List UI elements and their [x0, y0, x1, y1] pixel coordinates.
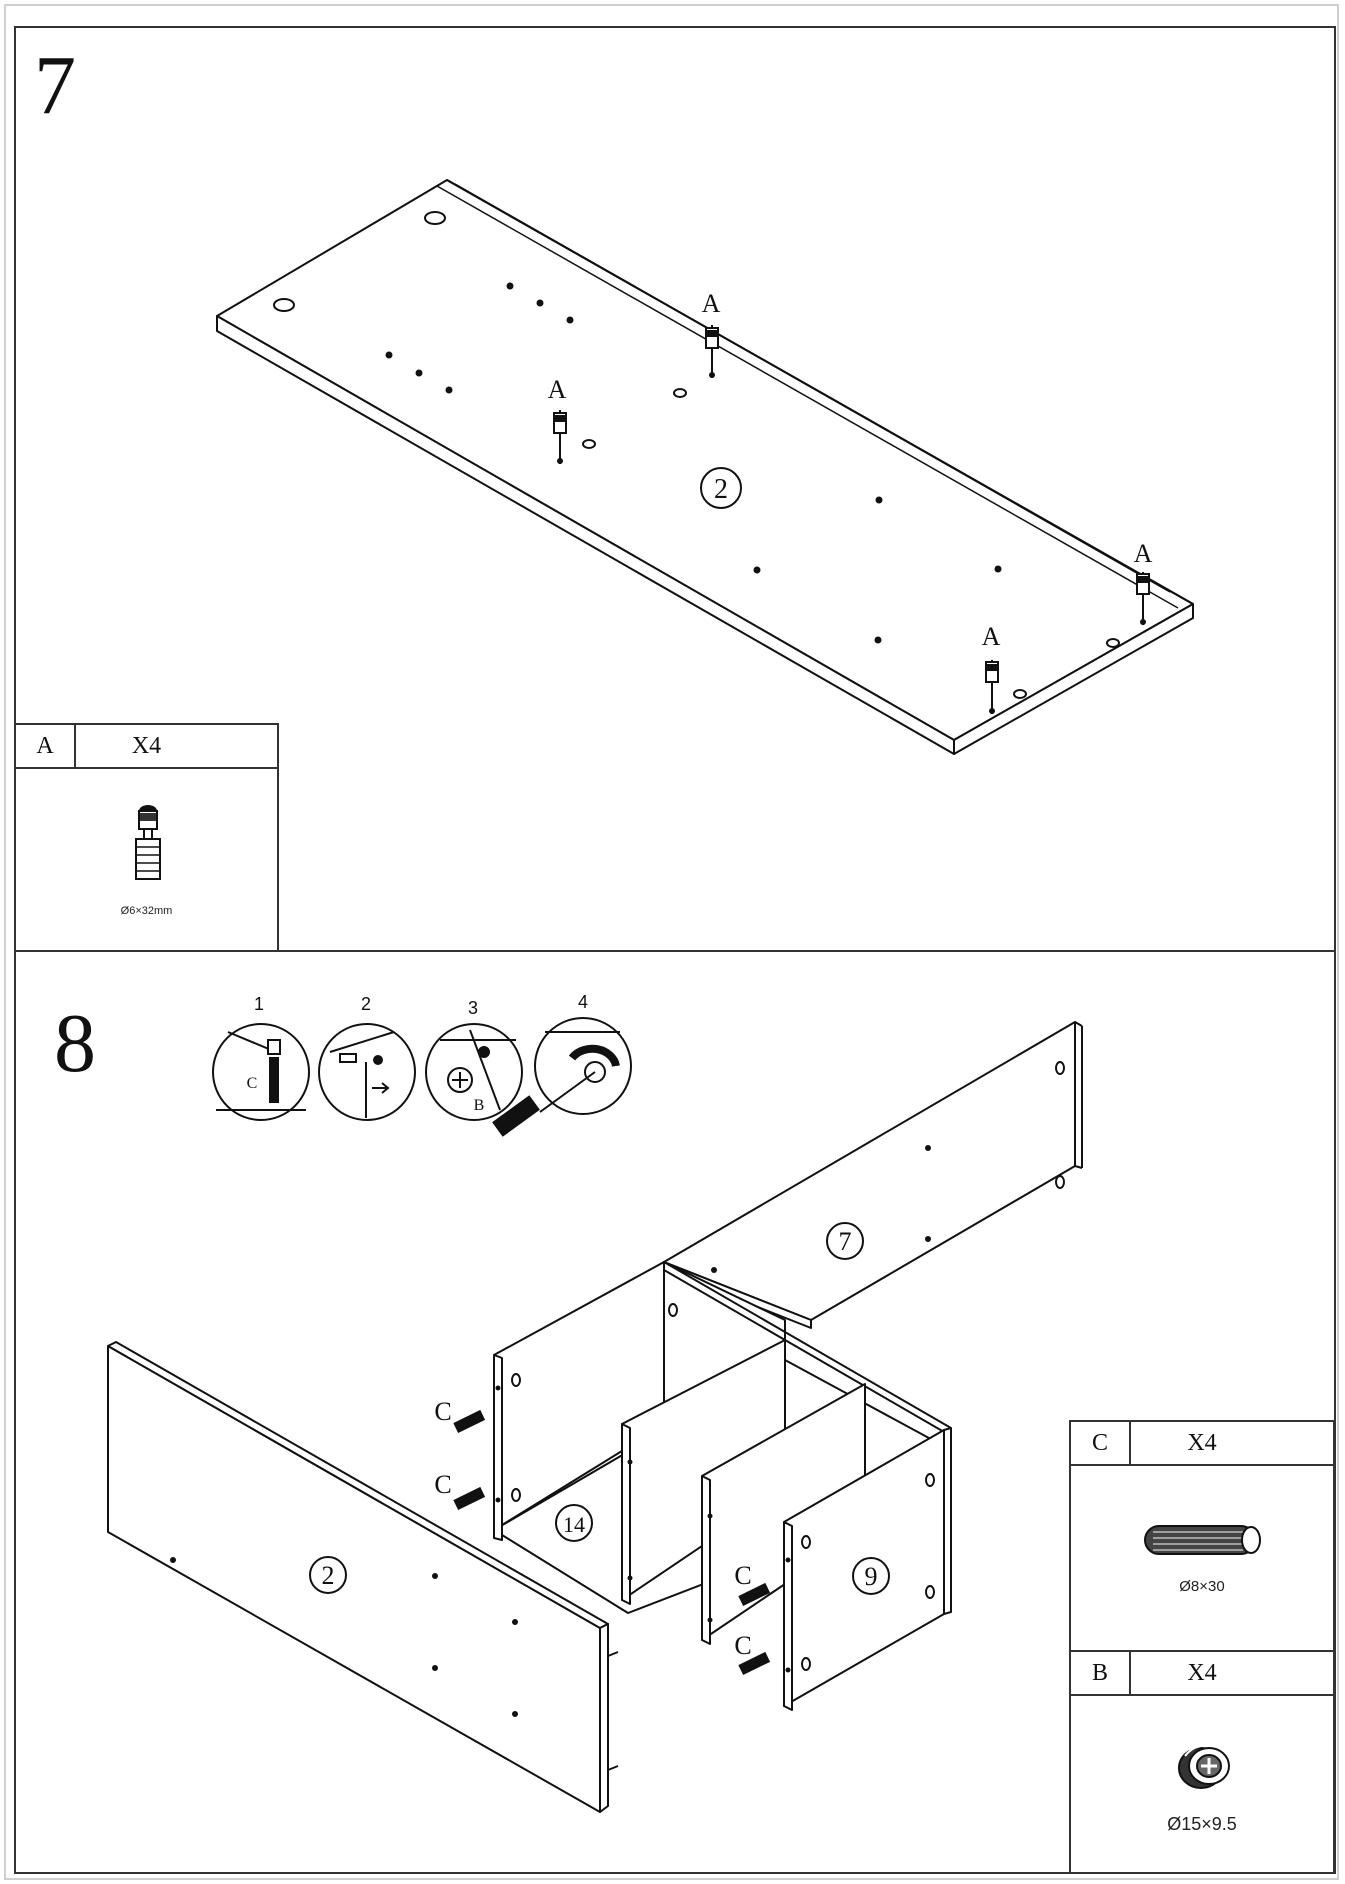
legend-b-spec: Ø15×9.5	[1167, 1814, 1237, 1834]
callout-c-4: C	[734, 1631, 751, 1660]
cam-bolt-a-1	[705, 325, 719, 378]
substep-4-label: 4	[578, 992, 588, 1012]
panel-9-label: 9	[865, 1562, 878, 1591]
callout-c-2: C	[434, 1470, 451, 1499]
step-8-diagram: 1 2 3 4 C	[107, 992, 1083, 1813]
substep-4-circle	[534, 1017, 632, 1115]
panel-14-marker	[555, 1504, 593, 1542]
legend-c-header: C X4	[1071, 1422, 1333, 1466]
cam-lock-icon	[1178, 1745, 1230, 1789]
panel-7-label: 7	[839, 1227, 852, 1256]
substep-1-circle	[212, 1023, 310, 1121]
page-border	[4, 4, 1339, 1880]
panel-2-marker	[700, 467, 742, 509]
callout-c-3: C	[734, 1561, 751, 1590]
hardware-legend-a: A X4 Ø6×32mm	[14, 723, 279, 952]
panel-2-top-marker	[309, 1556, 347, 1594]
legend-c-qty: X4	[1187, 1430, 1217, 1456]
callout-a-3: A	[1134, 539, 1153, 568]
dowels-c	[453, 1409, 771, 1675]
panel-2-top-label: 2	[322, 1561, 335, 1590]
callout-a-4: A	[982, 622, 1001, 651]
legend-a-qty: X4	[131, 733, 162, 759]
legend-a-header: A X4	[16, 725, 277, 769]
panel-2-label: 2	[714, 474, 728, 505]
legend-a-code: A	[16, 725, 76, 767]
substep-1-letter: C	[247, 1075, 258, 1092]
cam-bolt-a-3	[1136, 572, 1150, 625]
panel-9-marker	[852, 1557, 890, 1595]
legend-c-code: C	[1071, 1422, 1131, 1464]
step-7-diagram: 2 A A A A	[216, 179, 1194, 755]
substep-3-letter: B	[474, 1097, 485, 1114]
hardware-legend-c: C X4 Ø8×30	[1069, 1420, 1335, 1652]
step-8-number: 8	[54, 997, 96, 1090]
legend-b-qty: X4	[1187, 1660, 1217, 1686]
panel-7-marker	[826, 1222, 864, 1260]
step-7-number: 7	[34, 39, 76, 132]
step-divider	[14, 950, 1336, 952]
substep-2-label: 2	[361, 994, 371, 1014]
legend-c-spec: Ø8×30	[1179, 1578, 1225, 1595]
cam-bolt-a-2	[553, 410, 567, 464]
cam-bolt-a-4	[985, 660, 999, 714]
legend-a-spec: Ø6×32mm	[120, 905, 173, 917]
callout-a-2: A	[548, 375, 567, 404]
callout-a-1: A	[702, 289, 721, 318]
cam-bolt-icon	[135, 805, 161, 880]
substep-3-circle	[425, 1023, 523, 1121]
callout-c-1: C	[434, 1397, 451, 1426]
panel-14-label: 14	[563, 1512, 585, 1537]
substep-1-label: 1	[254, 994, 264, 1014]
hardware-legend-b: B X4 Ø15×9.5	[1069, 1650, 1335, 1874]
substep-3-label: 3	[468, 998, 478, 1018]
legend-b-header: B X4	[1071, 1652, 1333, 1696]
legend-b-code: B	[1071, 1652, 1131, 1694]
wood-dowel-icon	[1144, 1525, 1261, 1555]
